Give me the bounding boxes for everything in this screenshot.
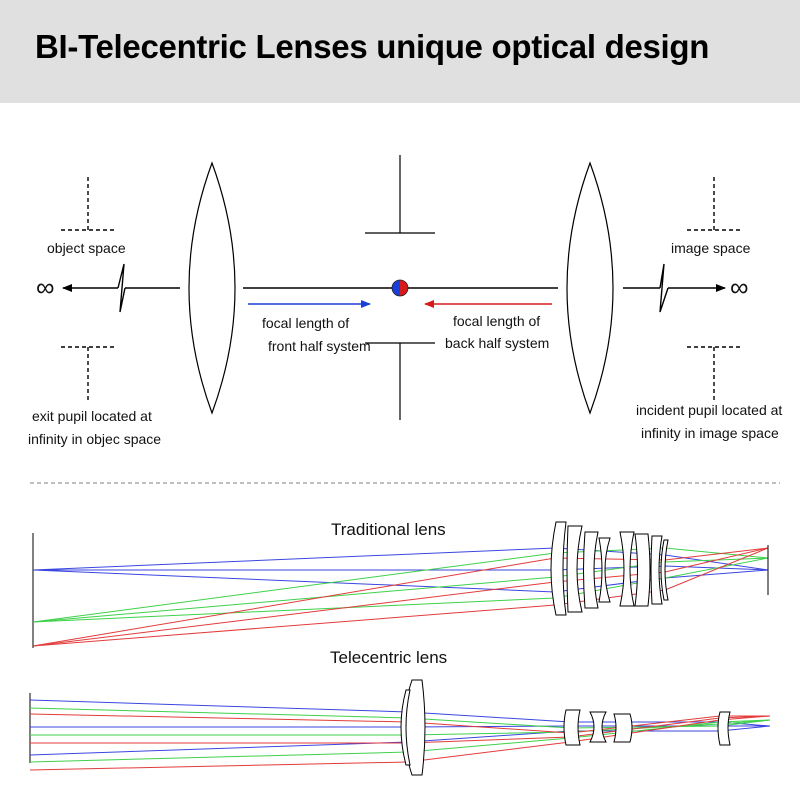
traditional-lens-diagram: Traditional lens	[32, 520, 769, 648]
aperture-stop	[365, 155, 435, 420]
back-focal-label-line1: focal length of	[453, 313, 540, 329]
pupil-marker-right-bottom	[687, 346, 741, 400]
front-focal-label-line1: focal length of	[262, 315, 349, 331]
back-lens	[566, 161, 614, 415]
back-focal-label-line2: back half system	[445, 335, 549, 351]
telecentric-lens-title: Telecentric lens	[330, 648, 447, 667]
front-focal-label-line2: front half system	[268, 338, 371, 354]
image-space-label: image space	[671, 240, 751, 256]
infinity-symbol-left: ∞	[36, 272, 55, 302]
exit-pupil-label-line1: exit pupil located at	[32, 408, 152, 424]
telecentric-lens-diagram: Telecentric lens	[29, 648, 771, 776]
pupil-marker-left-bottom	[61, 346, 115, 400]
infinity-symbol-right: ∞	[730, 272, 749, 302]
telecentric-ray-bundle-green	[29, 707, 771, 763]
object-space-label: object space	[47, 240, 126, 256]
axis-break-right	[659, 263, 669, 313]
front-lens	[188, 161, 236, 415]
bitelecentric-schematic: ∞ ∞ object space image space exit pupil …	[28, 155, 782, 447]
pupil-marker-left-top	[61, 177, 115, 231]
exit-pupil-label-line2: infinity in objec space	[28, 431, 161, 447]
axis-break-left	[117, 263, 126, 313]
incident-pupil-label-line1: incident pupil located at	[636, 402, 782, 418]
telecentric-ray-bundle-red	[29, 713, 771, 771]
focal-point	[391, 279, 409, 297]
telecentric-ray-bundle-blue	[29, 699, 771, 756]
telecentric-lens-elements	[400, 679, 731, 776]
incident-pupil-label-line2: infinity in image space	[641, 425, 779, 441]
pupil-marker-right-top	[687, 177, 741, 231]
traditional-lens-elements	[550, 521, 669, 616]
traditional-lens-title: Traditional lens	[331, 520, 446, 539]
title-banner: BI-Telecentric Lenses unique optical des…	[0, 0, 800, 103]
optics-diagram: ∞ ∞ object space image space exit pupil …	[28, 155, 782, 776]
page-title: BI-Telecentric Lenses unique optical des…	[35, 28, 710, 65]
